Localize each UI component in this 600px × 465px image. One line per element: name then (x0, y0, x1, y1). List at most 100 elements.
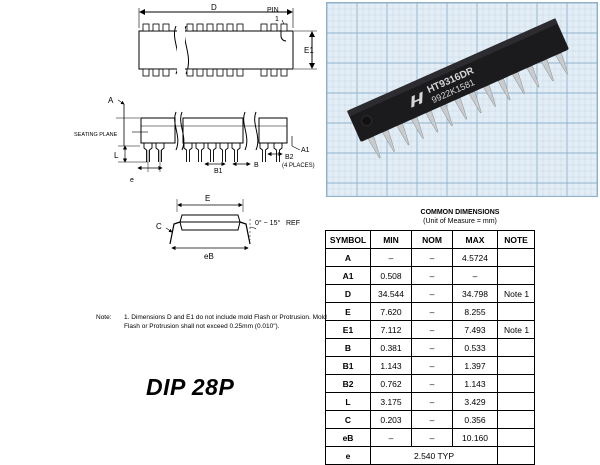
package-title: DIP 28P (146, 374, 235, 400)
chip-top-edge (347, 18, 558, 117)
side-lead (273, 143, 283, 162)
chip-body (347, 18, 569, 142)
end-lead-left (169, 221, 181, 245)
cell-nom: – (411, 374, 453, 393)
cell-min: 34.544 (370, 284, 412, 303)
side-break-3 (243, 111, 248, 151)
cell-nom: – (411, 284, 453, 303)
table-header-row: SYMBOL MIN NOM MAX NOTE (325, 230, 535, 249)
cell-note (497, 356, 535, 375)
cell-note (497, 446, 535, 465)
header-nom: NOM (411, 230, 453, 249)
cell-min: 0.203 (370, 410, 412, 429)
cell-max: – (452, 266, 498, 285)
top-pin (226, 23, 234, 32)
top-pin (186, 23, 194, 32)
cell-symbol: B (325, 338, 371, 357)
e1-label: E1 (304, 46, 314, 55)
cell-nom: – (411, 248, 453, 267)
cell-note (497, 266, 535, 285)
cell-max: 34.798 (452, 284, 498, 303)
cell-max: 0.533 (452, 338, 498, 357)
cell-nom: – (411, 428, 453, 447)
cell-nom: – (411, 320, 453, 339)
seating-plane-label: SEATING PLANE (74, 132, 118, 138)
ref-label: REF (286, 220, 300, 227)
cell-note: Note 1 (497, 320, 535, 339)
break-line-right (184, 25, 190, 75)
top-pin (270, 68, 278, 77)
dimensions-title: COMMON DIMENSIONS (420, 209, 500, 216)
side-lead (183, 143, 193, 162)
chip-pin1-dimple (361, 115, 373, 127)
top-pin (206, 68, 214, 77)
top-view (138, 8, 317, 77)
package-drawing: D PIN 1 E1 A SE (74, 3, 317, 261)
angle-label: 0° ~ 15° (255, 219, 280, 227)
side-lead-row (143, 143, 283, 162)
angle-arc (249, 226, 257, 230)
c-label: C (156, 222, 162, 231)
cell-symbol: B2 (325, 374, 371, 393)
top-pin (162, 23, 170, 32)
table-row: eB––10.160 (325, 428, 535, 447)
pin1-notch (280, 31, 287, 42)
top-pin (142, 23, 150, 32)
top-pin (236, 23, 244, 32)
cell-min: – (370, 248, 412, 267)
eb-label: eB (204, 252, 214, 261)
chip-photo: HT9316DR 9922K1581 (326, 2, 598, 197)
cell-note (497, 338, 535, 357)
cell-note (497, 374, 535, 393)
cell-min: 7.112 (370, 320, 412, 339)
cell-min: – (370, 428, 412, 447)
cell-symbol: A (325, 248, 371, 267)
dimensions-heading: COMMON DIMENSIONS (Unit of Measure = mm) (325, 208, 595, 226)
chip-photo-drawing: HT9316DR 9922K1581 (327, 3, 597, 196)
a-arrow (117, 99, 125, 105)
cell-note (497, 392, 535, 411)
cell-nom: – (411, 392, 453, 411)
cell-note: Note 1 (497, 284, 535, 303)
end-view (165, 199, 257, 251)
header-symbol: SYMBOL (325, 230, 371, 249)
cell-nom: – (411, 356, 453, 375)
top-pin (206, 23, 214, 32)
top-pin (196, 68, 204, 77)
chip-pin (411, 116, 424, 139)
top-pin (280, 23, 288, 32)
side-lead (259, 143, 269, 162)
cell-max: 4.5724 (452, 248, 498, 267)
cell-min: 3.175 (370, 392, 412, 411)
l-label: L (114, 151, 119, 160)
chip-pin (526, 65, 540, 88)
top-pin (186, 68, 194, 77)
a-label: A (108, 96, 114, 105)
end-body-bottom (179, 221, 241, 231)
side-body-left (140, 117, 176, 144)
side-lead (219, 143, 229, 162)
header-note: NOTE (497, 230, 535, 249)
note-label: Note: (96, 314, 112, 321)
cell-symbol: e (325, 446, 371, 465)
cell-min: 7.620 (370, 302, 412, 321)
top-pin (152, 23, 160, 32)
b2-places-label: (4 PLACES) (282, 163, 315, 169)
b2-label: B2 (285, 154, 294, 161)
side-lead (155, 143, 165, 162)
cell-note (497, 248, 535, 267)
table-row: A––4.5724 (325, 248, 535, 267)
cell-min: 0.762 (370, 374, 412, 393)
side-lead (195, 143, 205, 162)
cell-min: 0.381 (370, 338, 412, 357)
d-label: D (211, 3, 217, 12)
top-pin-row-lower (142, 68, 288, 77)
cell-max: 1.143 (452, 374, 498, 393)
